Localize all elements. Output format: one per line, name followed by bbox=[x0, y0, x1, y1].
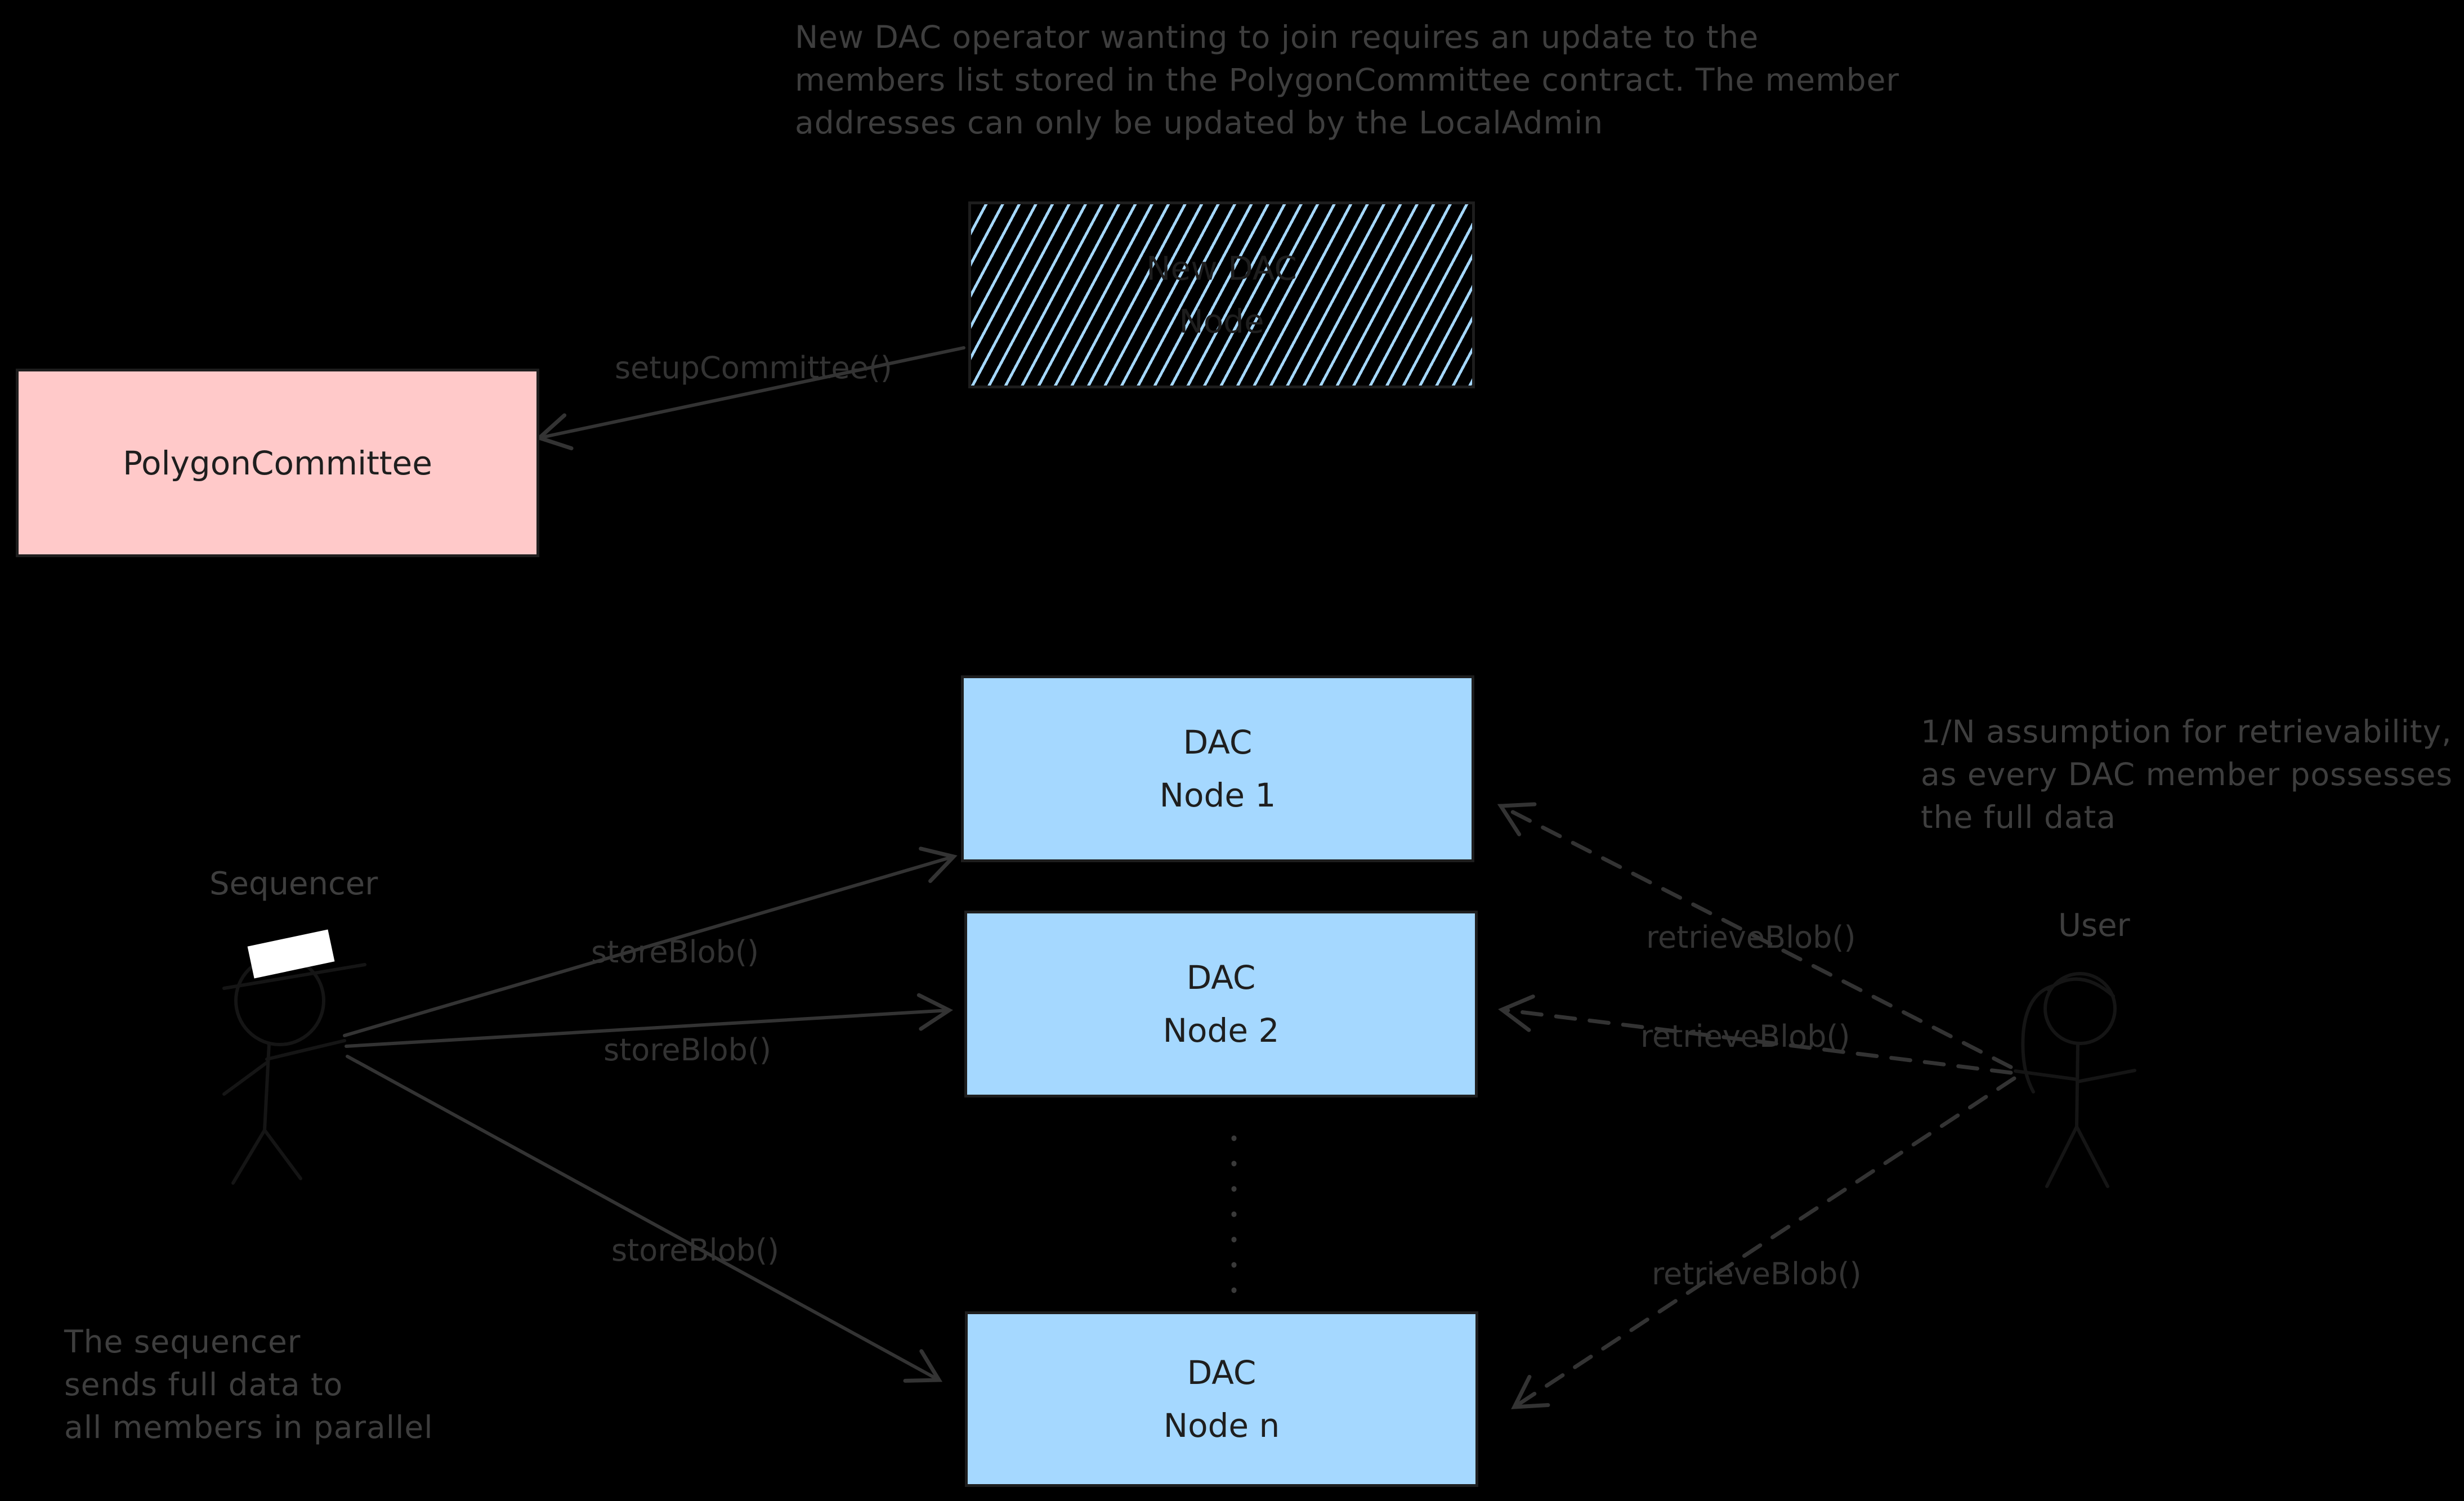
dac-node-1-box: DAC Node 1 bbox=[961, 675, 1474, 862]
dac-node-n-box-label: DAC Node n bbox=[1163, 1354, 1280, 1445]
retrieve-blob-label-2: retrieveBlob() bbox=[1640, 1019, 1850, 1054]
sequencer-hat-band bbox=[247, 929, 335, 979]
setup-committee-label: setupCommittee() bbox=[615, 350, 892, 386]
polygon-committee-box-label: PolygonCommittee bbox=[123, 443, 432, 482]
setup-committee-arrow bbox=[535, 346, 965, 451]
store-blob-label-2: storeBlob() bbox=[603, 1032, 772, 1068]
store-blob-label-1: storeBlob() bbox=[591, 934, 759, 970]
store-blob-label-3: storeBlob() bbox=[611, 1233, 780, 1268]
dac-node-n-box: DAC Node n bbox=[965, 1311, 1478, 1487]
store-blob-arrow-noden bbox=[346, 1055, 943, 1383]
note-new-dac-operator: New DAC operator wanting to join require… bbox=[795, 19, 1900, 141]
new-dac-node-box-label: New DAC Node bbox=[1146, 249, 1297, 340]
retrieve-blob-label-1: retrieveBlob() bbox=[1646, 920, 1856, 955]
dac-node-1-box-label: DAC Node 1 bbox=[1159, 723, 1276, 814]
user-figure bbox=[2014, 972, 2136, 1188]
dac-node-2-box: DAC Node 2 bbox=[964, 911, 1478, 1097]
polygon-committee-box: PolygonCommittee bbox=[16, 369, 539, 557]
retrieve-blob-label-3: retrieveBlob() bbox=[1652, 1256, 1862, 1292]
note-sequencer-parallel: The sequencer sends full data to all mem… bbox=[64, 1324, 433, 1445]
sequencer-label: Sequencer bbox=[209, 866, 378, 902]
new-dac-node-box: New DAC Node bbox=[968, 201, 1475, 388]
sequencer-figure bbox=[222, 955, 366, 1185]
store-blob-arrow-node1 bbox=[343, 846, 958, 1037]
note-retrievability: 1/N assumption for retrievability, as ev… bbox=[1921, 714, 2453, 835]
store-blob-arrow-node2 bbox=[345, 993, 953, 1048]
retrieve-blob-arrow-node1 bbox=[1497, 802, 2013, 1069]
dac-node-2-box-label: DAC Node 2 bbox=[1162, 958, 1280, 1050]
retrieve-blob-arrow-noden bbox=[1511, 1076, 2016, 1409]
user-label: User bbox=[2058, 907, 2130, 944]
retrieve-blob-arrow-node2 bbox=[1498, 994, 2013, 1075]
